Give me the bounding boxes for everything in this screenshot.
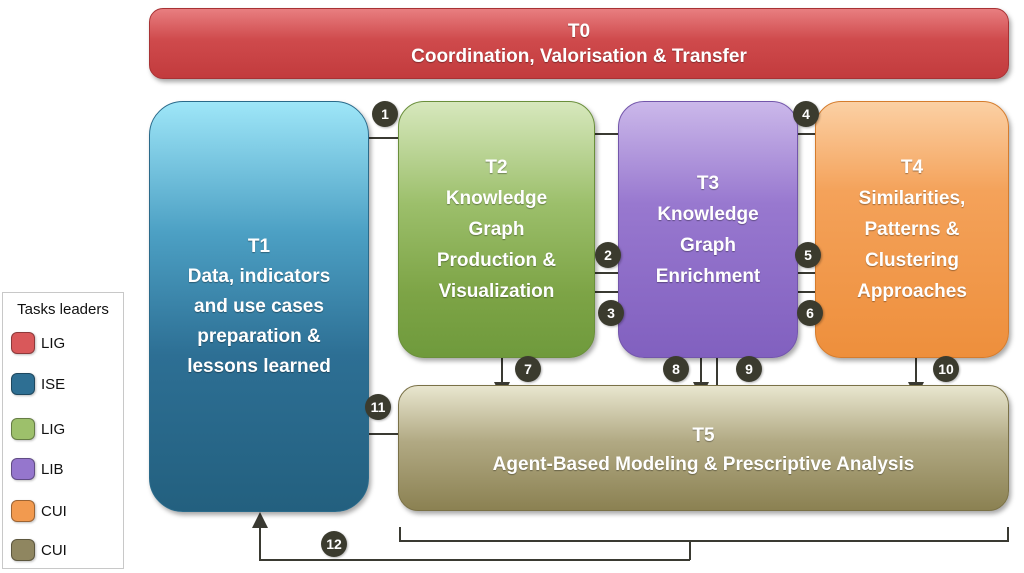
task-t1-line: lessons learned — [187, 355, 331, 377]
task-t4-line: Approaches — [857, 281, 967, 302]
task-t3-line: Graph — [680, 234, 736, 256]
legend-title: Tasks leaders — [17, 301, 109, 318]
legend-item: CUI — [11, 536, 67, 564]
arrow-12 — [252, 512, 690, 561]
flow-badge-4: 4 — [793, 101, 819, 127]
task-t5-title: Agent-Based Modeling & Prescriptive Anal… — [492, 454, 915, 475]
legend-swatch — [11, 373, 35, 395]
legend-swatch — [11, 539, 35, 561]
task-t2-line: Graph — [468, 219, 525, 240]
task-t4-box: T4 Similarities, Patterns & Clustering A… — [815, 101, 1009, 358]
legend-swatch — [11, 332, 35, 354]
task-t5-box: T5 Agent-Based Modeling & Prescriptive A… — [398, 385, 1009, 511]
flow-badge-2: 2 — [595, 242, 621, 268]
flow-badge-6: 6 — [797, 300, 823, 326]
task-t3-line: Knowledge — [657, 203, 759, 225]
task-t1-box: T1 Data, indicators and use cases prepar… — [149, 101, 369, 512]
legend-label: LIG — [41, 420, 66, 438]
task-t1-line: Data, indicators — [187, 265, 331, 287]
legend-label: ISE — [41, 375, 66, 393]
task-t2-line: Production & — [436, 250, 557, 271]
flow-badge-3: 3 — [598, 300, 624, 326]
task-t3-box: T3 Knowledge Graph Enrichment — [618, 101, 798, 358]
task-t0-box: T0 Coordination, Valorisation & Transfer — [149, 8, 1009, 79]
flow-badge-12: 12 — [321, 531, 347, 557]
task-t0-title: Coordination, Valorisation & Transfer — [411, 45, 747, 67]
task-t0-id: T0 — [567, 20, 591, 42]
task-t4-id: T4 — [900, 157, 924, 178]
task-t1-line: preparation & — [197, 325, 321, 347]
flow-badge-7: 7 — [515, 356, 541, 382]
flow-badge-8: 8 — [663, 356, 689, 382]
legend-item: LIG — [11, 329, 65, 357]
legend-swatch — [11, 458, 35, 480]
flow-badge-9: 9 — [736, 356, 762, 382]
legend-swatch — [11, 418, 35, 440]
legend-item: ISE — [11, 370, 65, 398]
task-t4-line: Similarities, — [858, 188, 966, 209]
task-t1-id: T1 — [247, 235, 271, 257]
task-t5-id: T5 — [692, 425, 715, 446]
task-t2-line: Knowledge — [445, 188, 548, 209]
task-t1-line: and use cases — [194, 295, 324, 317]
legend-label: LIB — [41, 460, 64, 478]
flow-badge-5: 5 — [795, 242, 821, 268]
task-t3-id: T3 — [696, 172, 720, 194]
task-t4-line: Patterns & — [864, 219, 960, 240]
task-t3-line: Enrichment — [655, 265, 761, 287]
flow-badge-11: 11 — [365, 394, 391, 420]
legend-label: LIG — [41, 334, 66, 352]
t5-bracket — [399, 527, 1009, 542]
task-t2-line: Visualization — [438, 281, 555, 302]
legend-label: CUI — [41, 541, 67, 559]
legend-item: LIB — [11, 455, 64, 483]
legend-swatch — [11, 500, 35, 522]
task-t2-id: T2 — [485, 157, 508, 178]
flow-badge-1: 1 — [372, 101, 398, 127]
flow-badge-10: 10 — [933, 356, 959, 382]
legend-item: CUI — [11, 497, 67, 525]
legend-label: CUI — [41, 502, 67, 520]
task-t4-line: Clustering — [865, 250, 959, 271]
task-leaders-legend: Tasks leaders LIG ISE LIG LIB CUI CUI — [2, 292, 124, 569]
task-t2-box: T2 Knowledge Graph Production & Visualiz… — [398, 101, 595, 358]
legend-item: LIG — [11, 415, 65, 443]
